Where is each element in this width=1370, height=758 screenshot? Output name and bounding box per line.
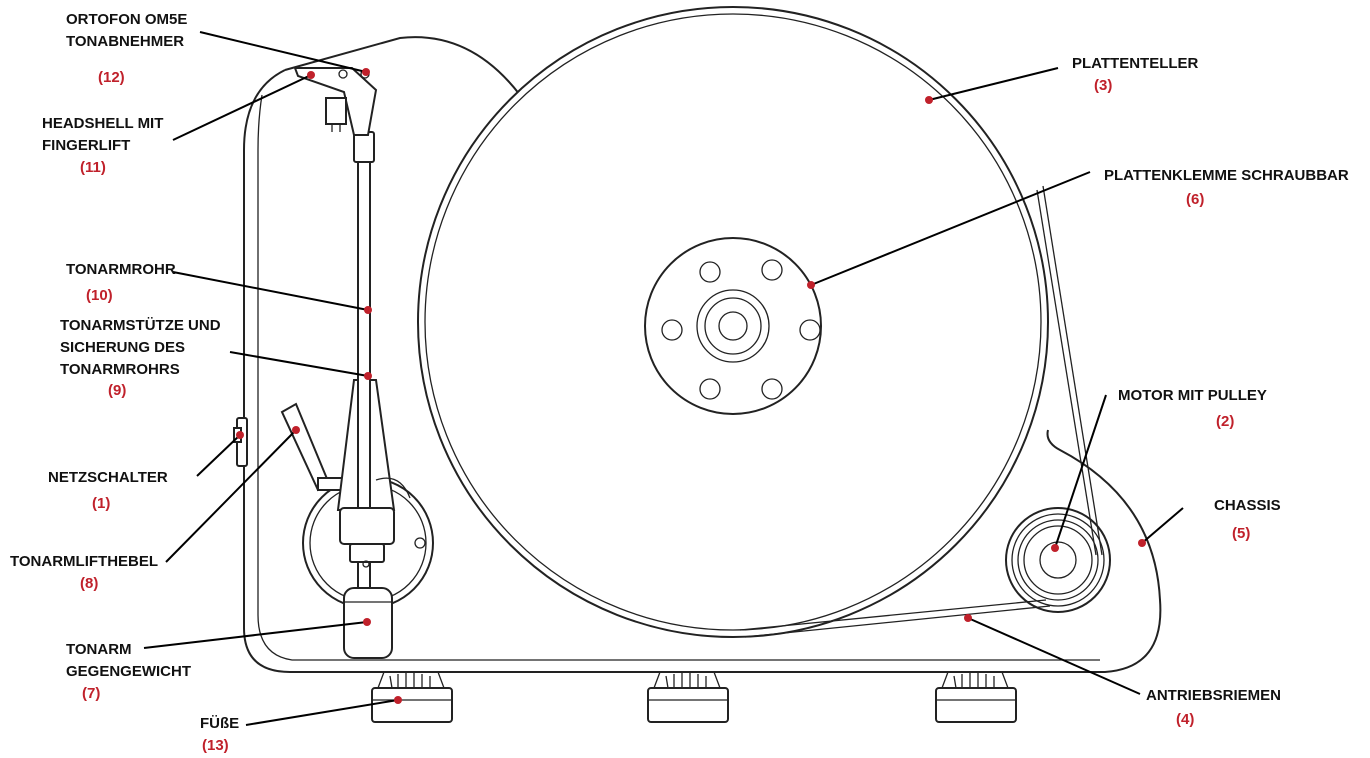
label-chassis-number: (5) [1232,525,1250,542]
feet [371,671,1017,723]
leader-tonarmrohr [172,271,369,311]
leader-tonarmstuetze [229,351,369,377]
label-plattenteller-line1: PLATTENTELLER [1072,55,1199,72]
label-netzschalter-number: (1) [92,495,110,512]
label-plattenteller-number: (3) [1094,77,1112,94]
marker-fuesse [394,696,402,704]
marker-headshell [307,71,315,79]
label-tonarmrohr-number: (10) [86,287,113,304]
drive-belt [739,185,1103,638]
chassis-body [243,36,1162,673]
label-tonarmstuetze-line3: TONARMROHRS [60,361,180,378]
label-tonarmstuetze-line2: SICHERUNG DES [60,339,185,356]
label-ortofon-line1: ORTOFON OM5E [66,11,187,28]
label-tonarmlifthebel-line1: TONARMLIFTHEBEL [10,553,158,570]
leader-motor [1054,394,1107,549]
marker-ortofon [362,68,370,76]
label-netzschalter-line1: NETZSCHALTER [48,469,168,486]
power-switch [233,417,248,467]
label-gegengewicht-line1: TONARM [66,641,132,658]
leader-plattenklemme [810,171,1091,286]
label-fuesse-number: (13) [202,737,229,754]
record-clamp [644,237,822,415]
label-antriebsriemen-line1: ANTRIEBSRIEMEN [1146,687,1281,704]
labels: ORTOFON OM5E TONABNEHMER (12) HEADSHELL … [10,11,1349,754]
leader-fuesse [245,699,399,726]
label-motor-number: (2) [1216,413,1234,430]
label-plattenklemme-line1: PLATTENKLEMME SCHRAUBBAR [1104,167,1349,184]
label-tonarmlifthebel-number: (8) [80,575,98,592]
leader-lines [143,31,1184,726]
leader-headshell [172,74,312,141]
label-motor-line1: MOTOR MIT PULLEY [1118,387,1267,404]
leader-chassis [1141,507,1184,544]
foot-middle [647,671,729,723]
label-tonarmrohr-line1: TONARMROHR [66,261,176,278]
label-gegengewicht-number: (7) [82,685,100,702]
label-ortofon-line2: TONABNEHMER [66,33,184,50]
leader-ortofon [199,31,367,73]
leader-tonarmlifthebel [165,429,297,563]
marker-tonarmrohr [364,306,372,314]
leader-gegengewicht [143,621,368,649]
label-headshell-line2: FINGERLIFT [42,137,130,154]
label-headshell-number: (11) [80,159,106,176]
label-fuesse-line1: FÜßE [200,715,239,732]
label-antriebsriemen-number: (4) [1176,711,1194,728]
marker-motor [1051,544,1059,552]
label-ortofon-number: (12) [98,69,125,86]
marker-chassis [1138,539,1146,547]
marker-netzschalter [236,431,244,439]
label-chassis-line1: CHASSIS [1214,497,1281,514]
label-gegengewicht-line2: GEGENGEWICHT [66,663,191,680]
markers [236,68,1146,704]
foot-right [935,671,1017,723]
tonearm [280,67,434,659]
label-headshell-line1: HEADSHELL MIT [42,115,163,132]
label-tonarmstuetze-number: (9) [108,382,126,399]
label-tonarmstuetze-line1: TONARMSTÜTZE UND [60,317,221,334]
marker-tonarmlifthebel [292,426,300,434]
label-plattenklemme-number: (6) [1186,191,1204,208]
motor-pulley [1005,507,1111,613]
leader-plattenteller [928,67,1059,101]
marker-plattenteller [925,96,933,104]
leader-netzschalter [196,434,241,477]
marker-tonarmstuetze [364,372,372,380]
marker-plattenklemme [807,281,815,289]
leader-antriebsriemen [967,617,1141,695]
marker-antriebsriemen [964,614,972,622]
marker-gegengewicht [363,618,371,626]
foot-left [371,671,453,723]
